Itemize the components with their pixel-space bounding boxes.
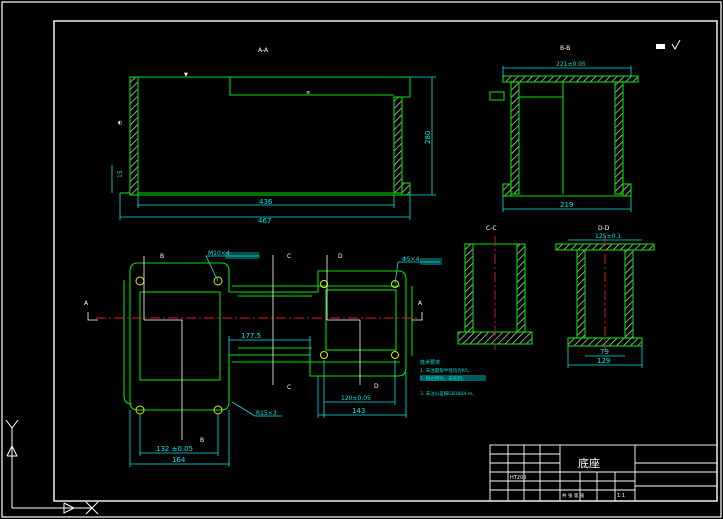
view-plan [123, 262, 413, 411]
dim-219: 219 [560, 201, 573, 209]
dim-79: 79 [600, 348, 609, 356]
plan-holes [135, 276, 399, 415]
notes-line3: 3. 未注公差按GB1804-m。 [420, 390, 477, 397]
dim-177: 177.5 [241, 332, 261, 340]
aa-mark-top: ▼ [184, 72, 188, 78]
aa-mark-left: ◐ [118, 120, 122, 126]
label-r15: R15×3 [256, 410, 277, 417]
title-part-name: 底座 [578, 456, 600, 470]
sec-b-top: B [160, 253, 164, 260]
aa-mark-mid: ≡ [306, 90, 310, 96]
notes-line2: 2. 锐边倒钝，去毛刺。 [420, 375, 466, 382]
aa-right-foot [401, 182, 411, 196]
label-phi5: Φ5×4 [402, 256, 420, 263]
dim-467: 467 [258, 217, 271, 225]
plan-section-lines [87, 255, 423, 440]
dim-120: 120±0.05 [341, 395, 371, 402]
title-material: HT200 [510, 475, 526, 481]
notes-heading: 技术要求 [420, 359, 440, 366]
surface-finish-icon [656, 39, 681, 50]
sec-d-bottom: D [374, 383, 379, 390]
dim-15: 15 [117, 170, 124, 178]
view-dd-label: D-D [598, 225, 610, 232]
title-block [489, 444, 718, 502]
view-cc-label: C-C [486, 225, 497, 232]
sec-d-top: D [338, 253, 343, 260]
label-m10: M10×4 [208, 250, 230, 257]
inner-frame [53, 20, 718, 502]
sec-a-left: A [84, 300, 89, 307]
phi5-highlight [420, 258, 442, 265]
dim-221: 221±0.05 [556, 61, 586, 68]
sec-c-top: C [287, 253, 291, 260]
dim-143: 143 [352, 407, 365, 415]
sec-a-right: A [418, 300, 423, 307]
title-sheet: 共 张 第 张 [562, 492, 585, 499]
dim-436: 436 [259, 198, 273, 206]
ucs-axis-icon [5, 419, 99, 515]
dim-129: 129 [597, 357, 610, 365]
sec-c-bottom: C [287, 384, 291, 391]
aa-left-wall [129, 76, 139, 196]
notes-highlight [420, 375, 486, 381]
aa-right-wall [393, 96, 403, 194]
notes-line1: 1. 未注圆角半径均为R5。 [420, 367, 472, 374]
view-bb: B-B [489, 45, 639, 197]
title-scale: 1:1 [617, 493, 625, 499]
sec-b-bottom: B [200, 437, 204, 444]
dim-164: 164 [172, 456, 186, 464]
dim-280: 280 [424, 131, 432, 144]
aa-dimensions [111, 76, 436, 220]
dd-dimensions [567, 239, 643, 368]
view-aa: A-A ▼ ◐ ≡ [118, 47, 411, 196]
view-bb-label: B-B [560, 45, 570, 52]
dim-132: 132 ±0.05 [156, 445, 193, 453]
plan-dimensions [129, 255, 440, 467]
view-aa-label: A-A [258, 47, 269, 54]
bb-dimensions [502, 66, 632, 212]
m10-highlight [225, 252, 259, 259]
dim-125: 125±0.1 [595, 233, 621, 240]
